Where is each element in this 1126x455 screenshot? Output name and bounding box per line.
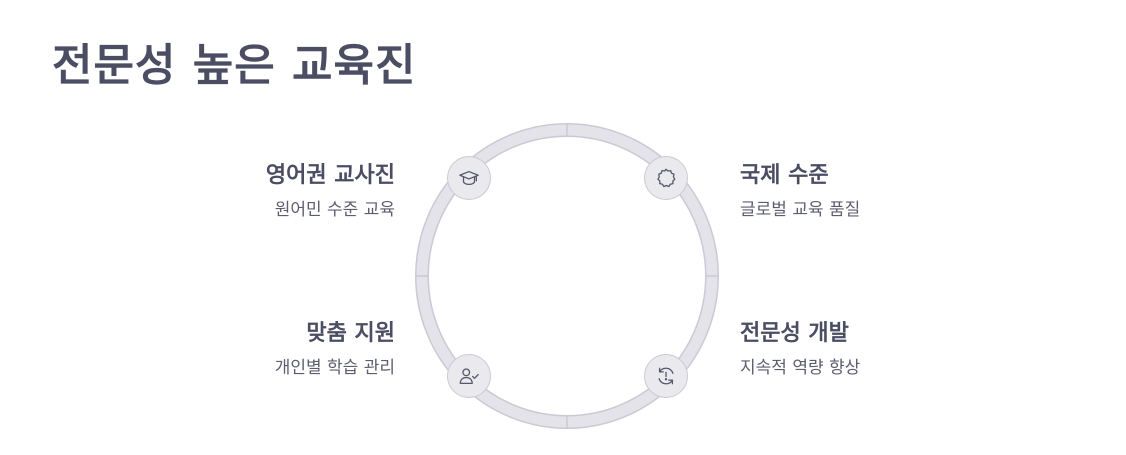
node-user-check — [447, 354, 491, 398]
user-check-icon — [459, 368, 479, 384]
item-description: 원어민 수준 교육 — [274, 200, 395, 220]
badge-seal-icon — [657, 168, 676, 188]
page-title: 전문성 높은 교육진 — [52, 40, 417, 91]
item-heading: 영어권 교사진 — [265, 163, 395, 188]
label-bottom-left: 맞춤 지원 개인별 학습 관리 — [135, 319, 395, 379]
item-description: 지속적 역량 향상 — [740, 358, 861, 378]
graduation-cap-icon — [459, 170, 479, 186]
item-heading: 전문성 개발 — [740, 321, 849, 346]
item-heading: 국제 수준 — [740, 163, 829, 188]
node-graduation — [447, 156, 491, 200]
item-heading: 맞춤 지원 — [306, 321, 395, 346]
label-bottom-right: 전문성 개발 지속적 역량 향상 — [740, 319, 1000, 379]
item-description: 개인별 학습 관리 — [274, 358, 395, 378]
label-top-right: 국제 수준 글로벌 교육 품질 — [740, 161, 1000, 221]
refresh-alert-icon — [658, 367, 674, 385]
label-top-left: 영어권 교사진 원어민 수준 교육 — [135, 161, 395, 221]
node-badge — [644, 156, 688, 200]
item-description: 글로벌 교육 품질 — [740, 200, 861, 220]
node-refresh — [644, 354, 688, 398]
